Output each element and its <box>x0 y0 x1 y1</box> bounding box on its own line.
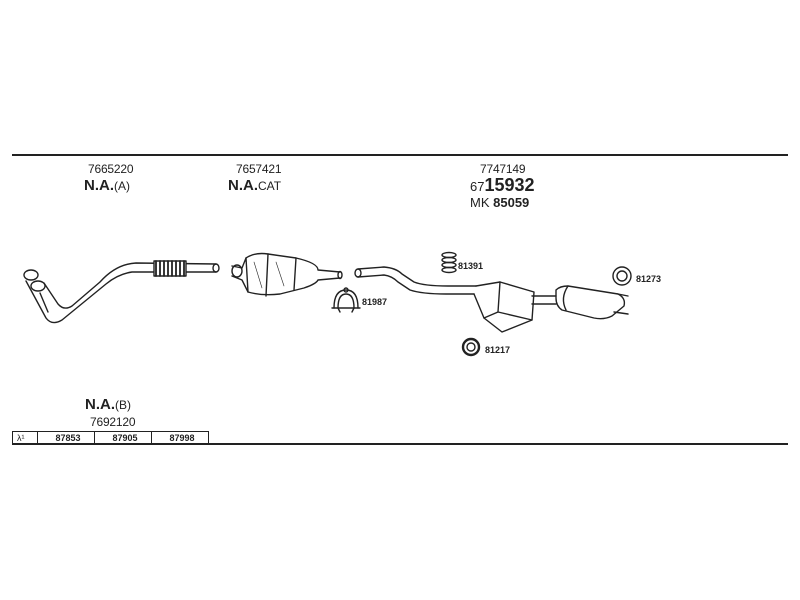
top-rule <box>12 154 788 156</box>
lambda-cell: 87905 <box>94 431 152 444</box>
rubber-ring-number: 81273 <box>636 274 662 284</box>
rear-section-kit-prefix: MK <box>470 195 490 210</box>
catalyst-label: N.A.CAT <box>228 178 281 194</box>
rear-section-part-number: 7747149 <box>480 162 526 176</box>
front-pipe-label-main: N.A. <box>84 177 114 194</box>
front-pipe-drawing <box>23 260 220 324</box>
front-pipe-label-suffix: (A) <box>114 179 130 193</box>
alt-part-number: 7692120 <box>90 415 136 429</box>
lambda-cell: 87998 <box>151 431 209 444</box>
lambda-cell: 87853 <box>37 431 95 444</box>
rear-section-label-big: 15932 <box>484 175 535 195</box>
catalyst-part-number: 7657421 <box>236 162 282 176</box>
catalyst-drawing <box>231 252 343 297</box>
catalyst-label-main: N.A. <box>228 177 258 194</box>
front-pipe-part-number: 7665220 <box>88 162 134 176</box>
alt-part-label-main: N.A. <box>85 396 115 413</box>
hanger-spring-number: 81391 <box>458 261 484 271</box>
rear-section-label-prefix: 67 <box>470 179 485 194</box>
rear-section-drawing <box>354 266 629 333</box>
catalyst-label-suffix: CAT <box>258 179 282 193</box>
gasket-ring-number: 81217 <box>485 345 511 355</box>
hanger-spring-drawing <box>441 251 457 274</box>
lambda-symbol: λ¹ <box>12 431 38 444</box>
clamp-drawing <box>331 287 361 313</box>
alt-part-label: N.A.(B) <box>85 397 131 413</box>
front-pipe-label: N.A.(A) <box>84 178 130 194</box>
gasket-ring-drawing <box>461 337 481 357</box>
lambda-sensor-table: λ¹ 87853 87905 87998 <box>12 431 209 444</box>
lambda-sensor-row: λ¹ 87853 87905 87998 <box>12 431 209 444</box>
rear-section-kit-number: 85059 <box>493 195 530 210</box>
alt-part-label-suffix: (B) <box>115 398 131 412</box>
bottom-rule <box>12 443 788 445</box>
clamp-number: 81987 <box>362 297 388 307</box>
rubber-ring-drawing <box>612 266 632 286</box>
rear-section-kit: MK 85059 <box>470 196 529 209</box>
rear-section-label: 6715932 <box>470 176 535 195</box>
